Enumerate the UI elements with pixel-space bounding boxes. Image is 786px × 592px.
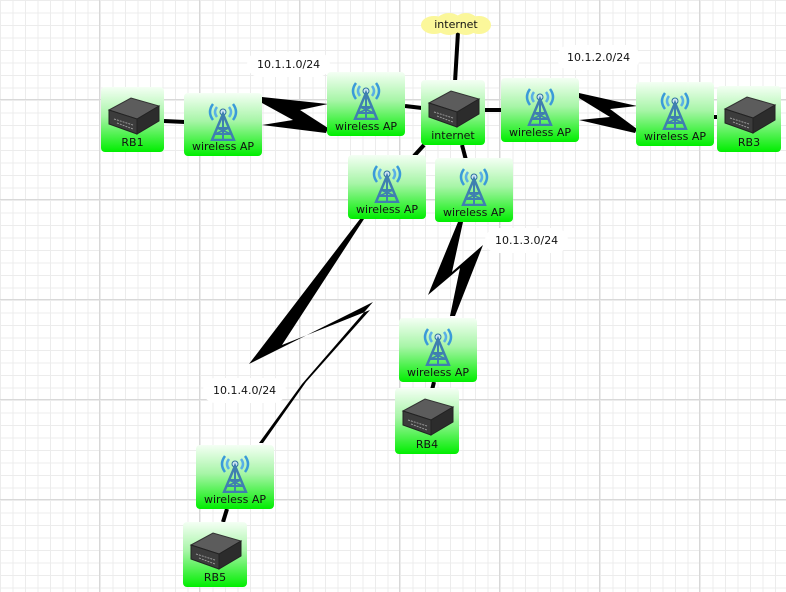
- router-icon: [189, 532, 243, 570]
- node-label: wireless AP: [406, 366, 470, 379]
- wireless-link-10-1-4[interactable]: [249, 219, 373, 443]
- network-label-10-1-4[interactable]: 10.1.4.0/24: [203, 378, 287, 403]
- node-wireless-ap-1b[interactable]: wireless AP: [327, 72, 405, 136]
- wireless-link-10-1-1[interactable]: [262, 97, 328, 133]
- node-rb3[interactable]: RB3: [717, 86, 781, 152]
- router-icon: [721, 93, 777, 139]
- node-wireless-ap-2b[interactable]: wireless AP: [636, 82, 714, 146]
- link-internet-ap-4a[interactable]: [412, 143, 426, 158]
- router-icon: [105, 94, 161, 140]
- node-label: wireless AP: [334, 120, 398, 133]
- node-wireless-ap-3b[interactable]: wireless AP: [399, 318, 477, 382]
- wireless-ap-icon: [208, 103, 238, 142]
- wireless-ap-icon: [205, 99, 241, 145]
- wireless-ap-icon: [525, 88, 555, 127]
- wireless-ap-icon: [369, 161, 405, 207]
- node-label: wireless AP: [442, 206, 506, 219]
- wireless-ap-icon: [372, 165, 402, 204]
- link-cloud-internet[interactable]: [453, 31, 460, 83]
- internet-cloud[interactable]: internet: [421, 13, 491, 35]
- wireless-ap-icon: [456, 164, 492, 210]
- node-label: RB4: [415, 438, 439, 451]
- wireless-ap-icon: [657, 88, 693, 134]
- wireless-ap-icon: [348, 78, 384, 124]
- wireless-ap-icon: [459, 168, 489, 207]
- node-wireless-ap-1a[interactable]: wireless AP: [184, 93, 262, 156]
- wireless-ap-icon: [423, 328, 453, 367]
- network-label-10-1-2[interactable]: 10.1.2.0/24: [557, 45, 641, 70]
- node-label: wireless AP: [508, 126, 572, 139]
- node-rb5[interactable]: RB5: [183, 522, 247, 587]
- router-icon: [401, 398, 455, 436]
- wireless-ap-icon: [522, 84, 558, 130]
- wireless-ap-icon: [220, 455, 250, 494]
- wireless-ap-icon: [660, 92, 690, 131]
- wireless-ap-icon: [217, 451, 253, 497]
- link-ap-internet-left[interactable]: [404, 104, 423, 110]
- node-wireless-ap-2a[interactable]: wireless AP: [501, 78, 579, 142]
- router-icon: [399, 395, 455, 441]
- node-label: RB5: [203, 571, 227, 584]
- node-wireless-ap-4b[interactable]: wireless AP: [196, 445, 274, 509]
- node-label: internet: [431, 129, 475, 142]
- node-label: wireless AP: [191, 140, 255, 153]
- router-icon: [187, 529, 243, 575]
- wireless-ap-icon: [351, 82, 381, 121]
- node-label: wireless AP: [643, 130, 707, 143]
- wireless-link-10-1-3[interactable]: [428, 222, 483, 316]
- router-icon: [723, 96, 777, 134]
- link-internet-ap-3a[interactable]: [460, 144, 468, 161]
- link-ap4b-rb5[interactable]: [221, 508, 229, 523]
- cloud-label: internet: [434, 18, 478, 31]
- wireless-ap-icon: [420, 324, 456, 370]
- node-rb1[interactable]: RB1: [101, 87, 164, 152]
- router-icon: [425, 87, 481, 133]
- node-wireless-ap-3a[interactable]: wireless AP: [435, 158, 513, 222]
- network-label-10-1-1[interactable]: 10.1.1.0/24: [247, 52, 331, 77]
- node-label: RB1: [121, 136, 144, 149]
- node-label: wireless AP: [355, 203, 419, 216]
- wireless-link-10-1-2[interactable]: [579, 93, 637, 133]
- router-icon: [107, 97, 160, 135]
- node-label: wireless AP: [203, 493, 267, 506]
- node-wireless-ap-4a[interactable]: wireless AP: [348, 155, 426, 219]
- node-internet-router[interactable]: internet: [421, 80, 485, 145]
- node-rb4[interactable]: RB4: [395, 388, 459, 454]
- link-rb1-ap[interactable]: [163, 119, 186, 124]
- node-label: RB3: [737, 136, 761, 149]
- network-label-10-1-3[interactable]: 10.1.3.0/24: [485, 228, 569, 253]
- router-icon: [427, 90, 481, 128]
